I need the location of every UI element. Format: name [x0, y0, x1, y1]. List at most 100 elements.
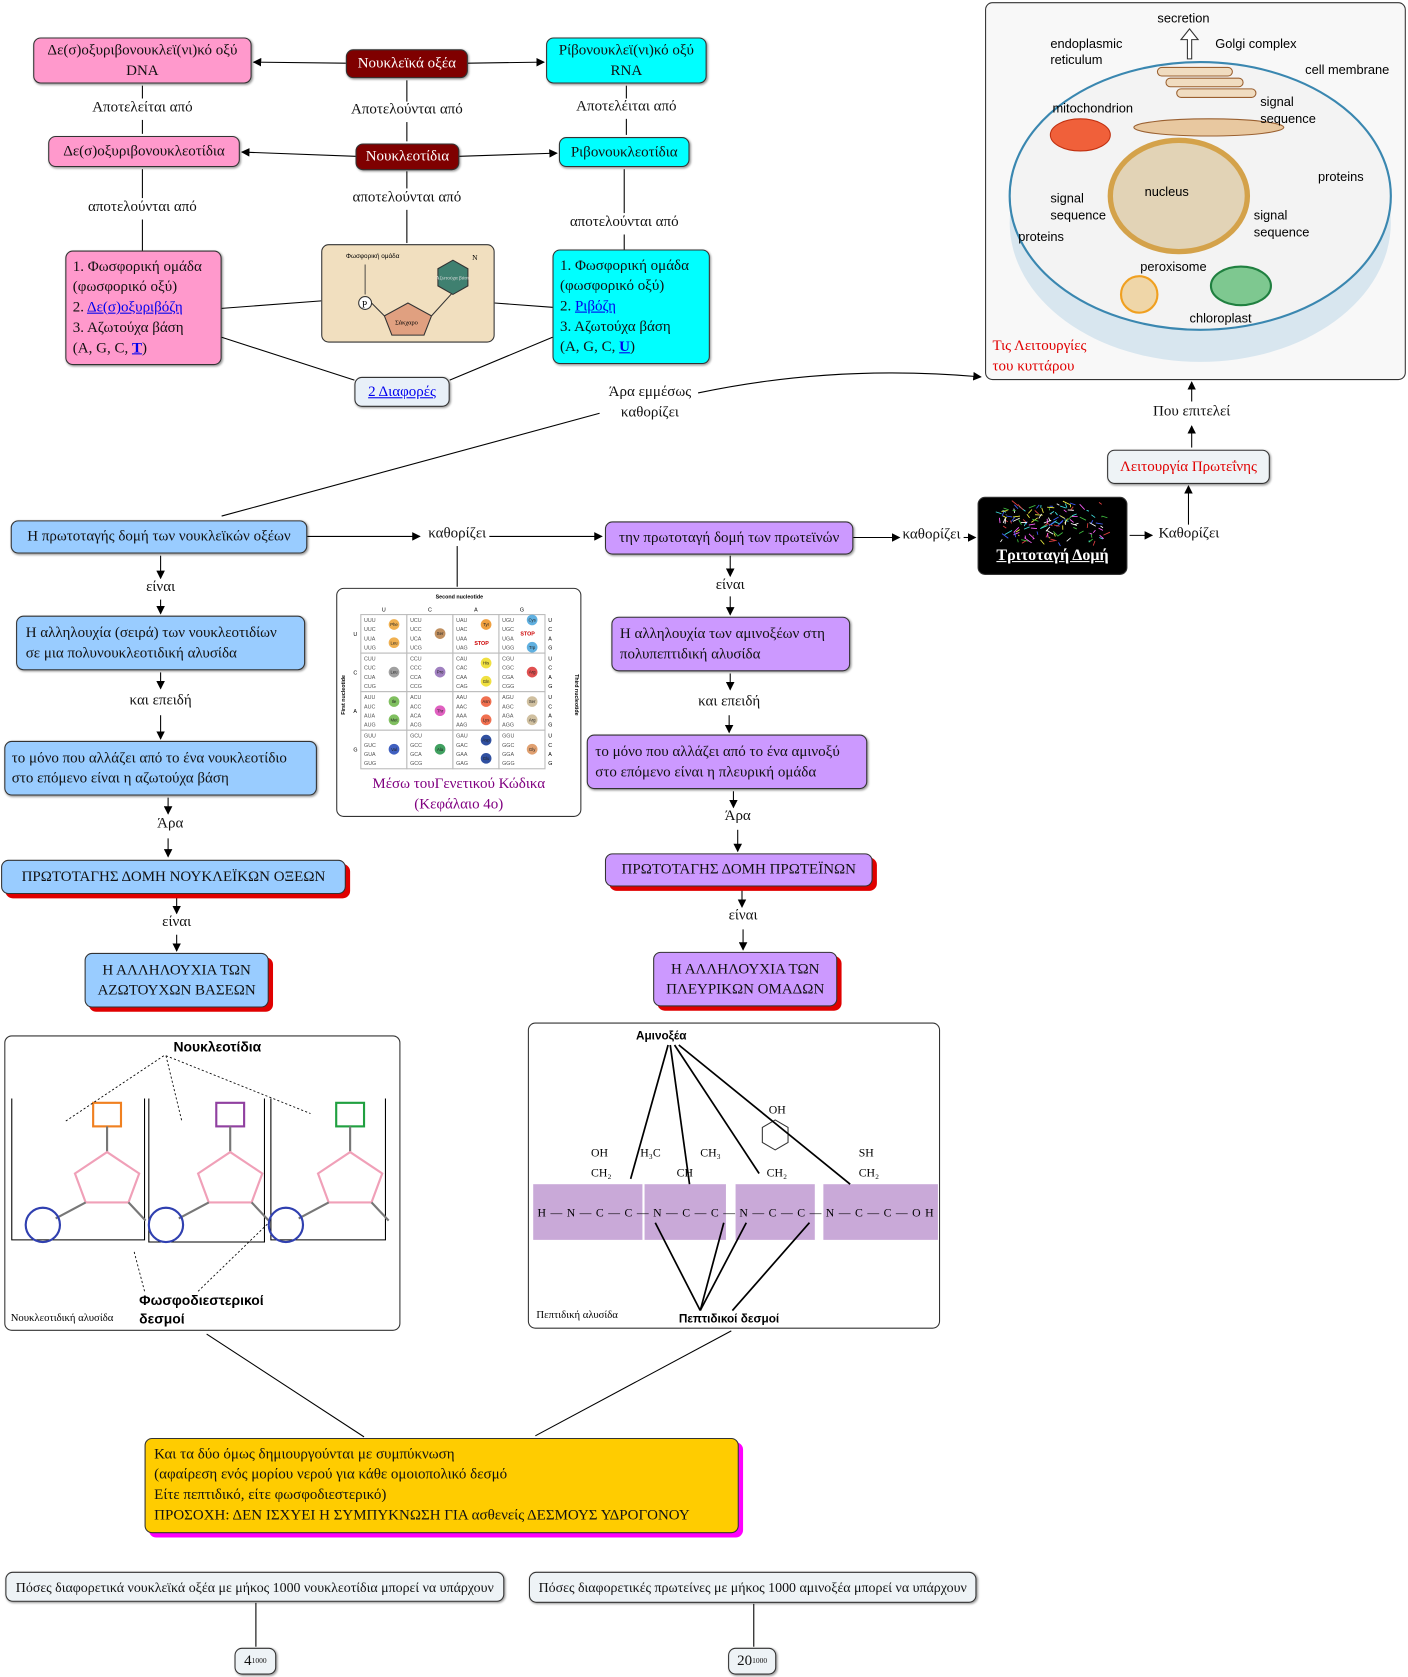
amino-acid-label: Ile — [392, 699, 397, 704]
third-base-label: C — [548, 627, 552, 633]
codon-cell — [498, 691, 546, 731]
amino-acid-label: His — [483, 661, 489, 666]
so-label-left: Άρα — [155, 815, 186, 834]
first-base-label: C — [353, 671, 357, 677]
bases-sequence-box[interactable]: Η ΑΛΛΗΛΟΥΧΙΑ ΤΩΝ ΑΖΩΤΟΥΧΩΝ ΒΑΣΕΩΝ — [84, 952, 269, 1008]
protein-question-box[interactable]: Πόσες διαφορετικές πρωτείνες με μήκος 10… — [528, 1571, 977, 1603]
sugar-pentagon-icon — [73, 1150, 141, 1204]
phosphate-label: Φωσφορική ομάδα — [346, 252, 400, 260]
rna-box[interactable]: Ρίβονουκλεϊ(νι)κό οξύ RNA — [546, 37, 707, 84]
codon: ACA — [410, 713, 421, 719]
base-square-icon — [335, 1101, 366, 1128]
protein-function-box[interactable]: Λειτουργία Πρωτεΐνης — [1107, 449, 1270, 484]
answer-base: 20 — [737, 1653, 753, 1670]
amino-sequence-box[interactable]: Η αλληλουχία των αμινοξέων στη πολυπεπτι… — [611, 616, 851, 672]
only-change-base-box[interactable]: το μόνο που αλλάζει από το ένα νουκλεοτί… — [4, 740, 317, 796]
nucleic-primary-caps-box[interactable]: ΠΡΩΤΟΤΑΓΗΣ ΔΟΜΗ ΝΟΥΚΛΕΪΚΩΝ ΟΞΕΩΝ — [1, 859, 346, 895]
uracil-link[interactable]: U — [619, 339, 630, 356]
codon-table-image[interactable]: Second nucleotide First nucleotide Third… — [336, 587, 582, 817]
side-groups-sequence-box[interactable]: Η ΑΛΛΗΛΟΥΧΙΑ ΤΩΝ ΠΛΕΥΡΙΚΩΝ ΟΜΑΔΩΝ — [653, 951, 838, 1007]
connector-line — [449, 336, 553, 381]
nucleus-shape — [1107, 137, 1251, 255]
amino-acid-ball — [480, 657, 492, 669]
only-change-side-box[interactable]: το μόνο που αλλάζει από το ένα αμινοξύ σ… — [586, 734, 868, 790]
amino-acid-ball — [434, 705, 446, 717]
label-signal1b: sequence — [1260, 111, 1316, 126]
nucleic-acids-box[interactable]: Νουκλεϊκά οξέα — [345, 49, 468, 79]
codon: UAG — [456, 645, 468, 651]
tertiary-structure-image[interactable]: Τριτοταγή Δομή — [977, 496, 1128, 575]
amino-acid-label: Arg — [529, 670, 536, 675]
codon: UUU — [364, 618, 376, 624]
codon: AUA — [364, 713, 375, 719]
codon: UAA — [456, 636, 467, 642]
nucleotides-box[interactable]: Νουκλεοτίδια — [355, 143, 460, 171]
pointer-line — [669, 1044, 691, 1185]
deoxy-nucleotides-box[interactable]: Δε(σ)οξυριβονουκλεοτίδια — [48, 135, 240, 168]
codon: ACC — [410, 704, 421, 710]
group-label: CH₂ — [591, 1167, 611, 1180]
codon: UAC — [456, 627, 467, 633]
pointer-line — [629, 1044, 669, 1180]
nucleotide-chain-image[interactable]: Νουκλεοτίδια Φωσφοδιεστερικοί δεσμοί Νου… — [4, 1035, 401, 1331]
codon: UGA — [502, 636, 514, 642]
nucleic-primary-box[interactable]: Η πρωτοταγής δομή των νουκλεϊκών οξέων — [10, 520, 308, 554]
codon-cell — [452, 729, 500, 770]
indirectly-line2: καθορίζει — [620, 404, 679, 421]
component-phosphate-acid: (φωσφορικό οξύ) — [559, 278, 665, 295]
nucleotide-frame — [11, 1098, 146, 1241]
component-phosphate: 1. Φωσφορική ομάδα — [559, 258, 689, 275]
ribose-link[interactable]: Ριβόζη — [574, 298, 616, 315]
codon: CUA — [364, 675, 376, 681]
codon: GAA — [456, 752, 468, 758]
amino-acid-ball — [526, 743, 538, 755]
codon: GAU — [456, 734, 468, 740]
protein-primary-box[interactable]: την πρωτοταγή δομή των πρωτεϊνών — [604, 521, 854, 555]
nucleotide-sequence-box[interactable]: Η αλληλουχία (σειρά) των νουκλεοτιδίων σ… — [16, 615, 306, 671]
deoxyribose-link[interactable]: Δε(σ)οξυριβόζη — [86, 299, 183, 316]
codon: GCC — [410, 743, 422, 749]
first-base-label: U — [353, 632, 357, 638]
phosphate-icon — [358, 296, 373, 310]
only-change-line1: το μόνο που αλλάζει από το ένα νουκλεοτί… — [11, 750, 287, 767]
amino-acid-ball — [480, 619, 492, 630]
group-label: CH₂ — [859, 1167, 879, 1180]
condensation-line: Είτε πεπτιδικό, είτε φωσφοδιεστερικό) — [154, 1487, 387, 1504]
thymine-link[interactable]: T — [131, 340, 142, 357]
condensation-box[interactable]: Και τα δύο όμως δημιουργούνται με συμπύκ… — [144, 1437, 739, 1534]
amino-acid-ball — [388, 637, 400, 649]
codon: AGU — [502, 695, 514, 701]
connector-line — [535, 1330, 732, 1437]
ribo-nucleotides-box[interactable]: Ριβονουκλεοτίδια — [558, 137, 690, 168]
amino-acid-label: Tyr — [483, 622, 490, 627]
bases-list: (A, G, C, — [559, 339, 620, 356]
n-label: N — [472, 253, 478, 262]
indirectly-line1: Άρα εμμέσως — [608, 384, 692, 401]
dna-box[interactable]: Δε(σ)οξυριβονουκλεϊ(νι)κό οξύ DNA — [33, 37, 252, 84]
amino-acid-label: Gly — [529, 747, 536, 752]
differences-link[interactable]: 2 Διαφορές — [368, 383, 436, 400]
peptide-chain-image[interactable]: Αμινοξέα H—N—C—C—N—C—C—N—C—C—N—C—C—OH OH… — [527, 1022, 941, 1329]
second-base-label: U — [382, 607, 386, 613]
codon: UUC — [364, 627, 376, 633]
nucleic-question-box[interactable]: Πόσες διαφορετικά νουκλεϊκά οξέα με μήκο… — [5, 1571, 505, 1602]
amino-acid-ball — [526, 666, 538, 678]
amino-acid-ball — [480, 734, 492, 746]
differences-box[interactable]: 2 Διαφορές — [354, 376, 450, 407]
codon-cell — [360, 614, 408, 654]
connector-line — [221, 412, 600, 517]
er-shape — [1133, 118, 1285, 137]
codon: AGG — [502, 722, 514, 728]
codon: AAC — [456, 704, 467, 710]
component-base: 3. Αζωτούχα βάση — [72, 320, 184, 337]
nucleotide-image: Φωσφορική ομάδα P Σάκχαρο Αζωτούχα βάση … — [321, 244, 495, 343]
cell-image[interactable]: secretion endoplasmic reticulum Golgi co… — [985, 2, 1406, 381]
pointer-line — [197, 1223, 268, 1292]
protein-primary-caps-box[interactable]: ΠΡΩΤΟΤΑΓΗΣ ΔΟΜΗ ΠΡΩΤΕΪΝΩΝ — [604, 853, 873, 887]
codon: GUC — [364, 743, 376, 749]
codon: CUC — [364, 666, 376, 672]
amino-acid-label: Phe — [390, 622, 398, 627]
phosphate-circle-icon — [24, 1206, 62, 1244]
